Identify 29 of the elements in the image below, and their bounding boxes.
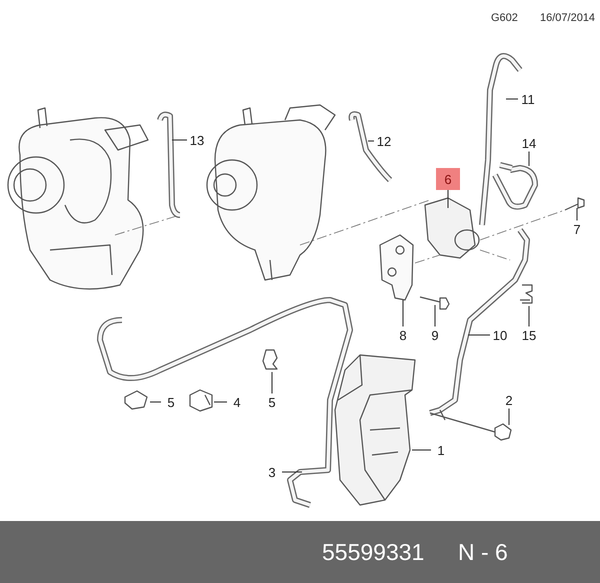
header-note: 16/07/2014 xyxy=(540,12,596,24)
callout-number: 7 xyxy=(567,220,587,238)
leader-line xyxy=(468,334,490,336)
leader-line xyxy=(528,306,530,327)
callout-number: 11 xyxy=(518,90,538,108)
leader-line xyxy=(508,408,510,426)
leader-line xyxy=(506,98,518,100)
leader-line xyxy=(528,151,530,166)
callout-number: 5 xyxy=(262,394,282,410)
callout-number: 5 xyxy=(161,394,181,410)
highlighted-callout-number: 6 xyxy=(436,168,460,190)
callout-number: 15 xyxy=(519,326,539,344)
callout-number: 8 xyxy=(393,326,413,344)
leader-line xyxy=(434,304,436,327)
callout-number: 2 xyxy=(499,392,519,408)
leader-line xyxy=(402,300,404,327)
part-number: 55599331 xyxy=(322,539,424,566)
leader-line xyxy=(576,208,578,221)
leader-line xyxy=(368,140,374,142)
callout-number: 12 xyxy=(374,132,394,150)
callout-number: 14 xyxy=(519,134,539,152)
callout-number: 4 xyxy=(227,394,247,410)
part-number: N - 6 xyxy=(458,539,508,566)
callout-number: 13 xyxy=(187,132,207,148)
header-note: G602 xyxy=(491,12,518,24)
callout-number: 9 xyxy=(425,326,445,344)
callout-number: 1 xyxy=(431,442,451,458)
callout-number: 3 xyxy=(262,464,282,480)
callout-number: 10 xyxy=(490,326,510,344)
